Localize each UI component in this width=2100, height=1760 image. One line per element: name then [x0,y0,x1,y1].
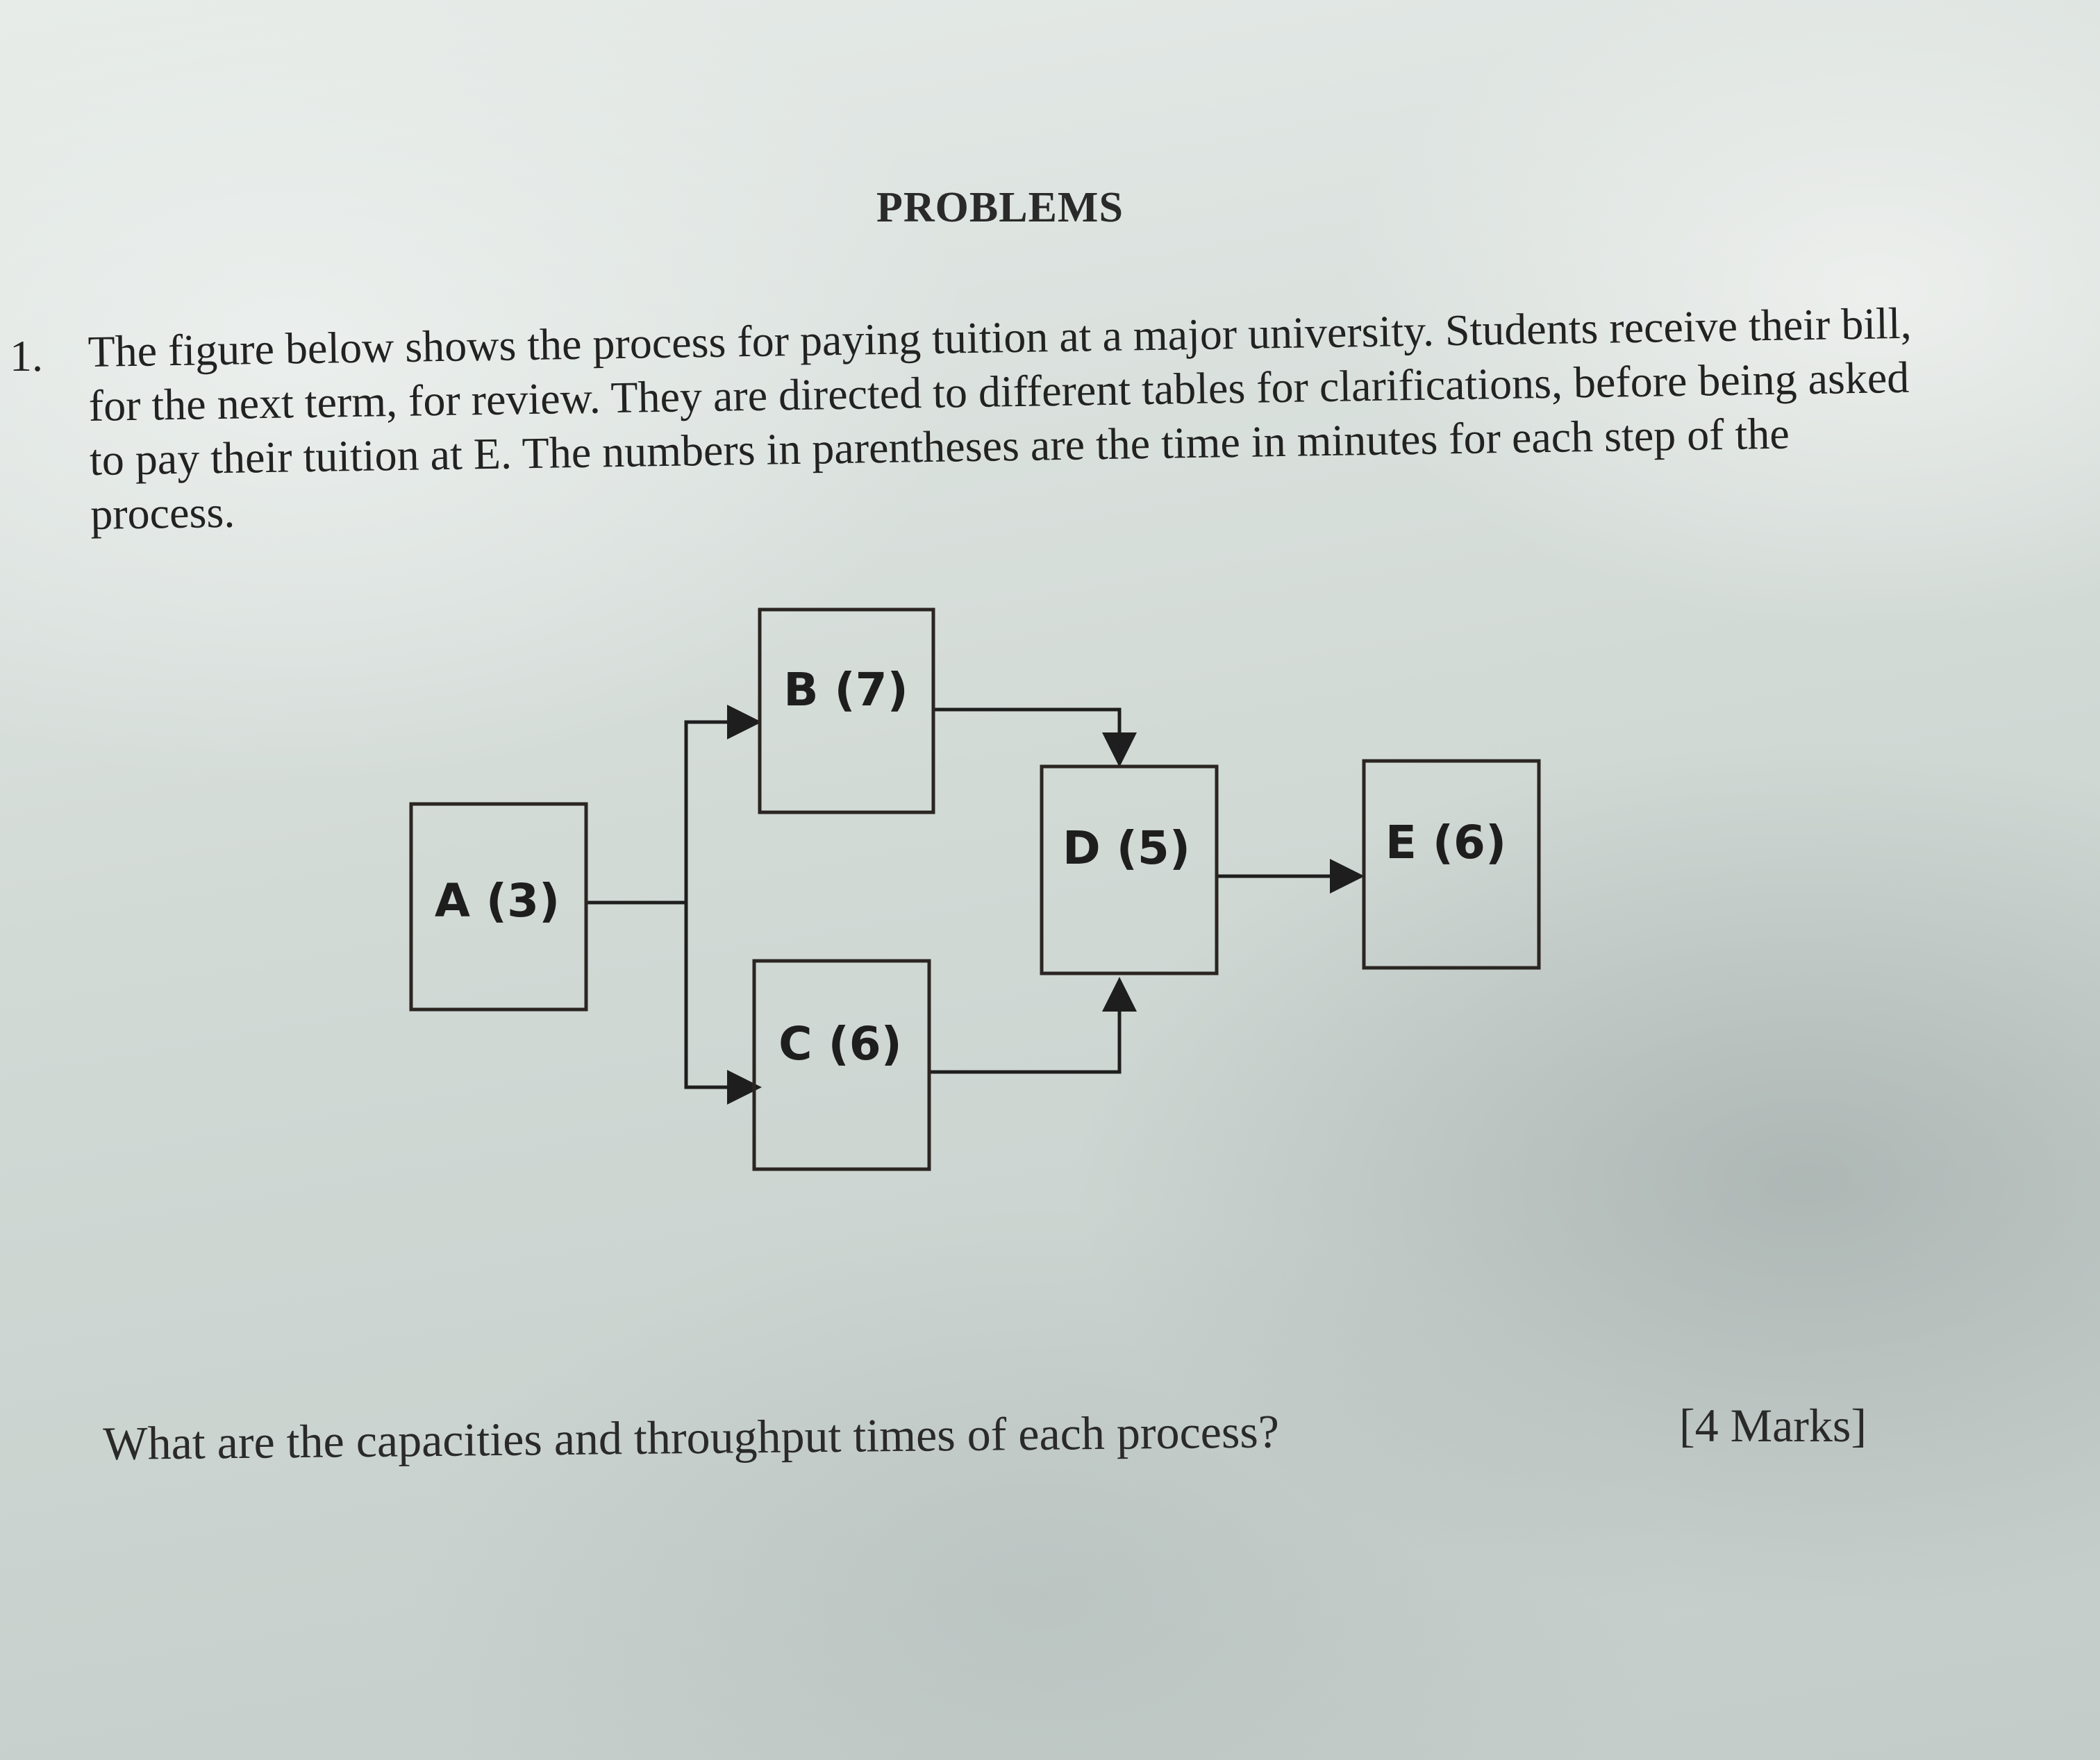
node-d-label: D (5) [1062,821,1190,875]
problem-number: 1. [10,331,43,380]
node-b-label: B (7) [783,663,908,716]
page-heading: PROBLEMS [876,184,1124,231]
node-e-box [1362,759,1541,970]
edge-b-to-d [933,707,1137,767]
node-c-label: C (6) [778,1017,902,1071]
node-d-box [1040,764,1219,975]
edge-a-to-c [684,903,762,1105]
node-b-box [758,607,935,814]
edge-a-to-b [684,705,762,903]
node-a-box [409,802,588,1012]
node-a-label: A (3) [435,874,560,928]
marks-label: [4 Marks] [1679,1399,1867,1452]
edge-c-to-d [929,977,1137,1074]
node-c-box [752,959,931,1171]
node-e-label: E (6) [1385,816,1506,869]
